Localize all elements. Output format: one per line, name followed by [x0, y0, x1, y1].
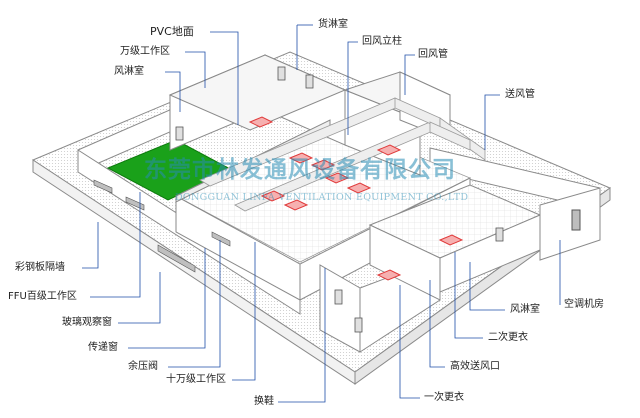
label-hepa-outlet: 高效送风口 — [450, 361, 500, 372]
window-strips — [93, 179, 231, 273]
label-supply-air-duct: 送风管 — [505, 89, 535, 100]
ac-room — [539, 187, 601, 261]
label-primary-changing: 一次更衣 — [424, 392, 464, 403]
back-rooms — [168, 54, 451, 176]
label-return-air-column: 回风立柱 — [362, 36, 402, 47]
supply-air-ducts — [199, 97, 486, 212]
label-ac-room: 空调机房 — [564, 299, 604, 310]
label-shoe-change: 换鞋 — [254, 396, 274, 407]
hepa-outlets — [248, 116, 464, 281]
label-secondary-changing: 二次更衣 — [488, 332, 528, 343]
label-class-10k-area: 万级工作区 — [120, 46, 170, 57]
label-return-air-duct: 回风管 — [418, 49, 448, 60]
label-glass-window: 玻璃观察窗 — [62, 317, 112, 328]
label-ffu-class-100: FFU百级工作区 — [8, 291, 77, 302]
label-air-shower-top: 风淋室 — [114, 66, 144, 77]
label-pass-box: 传递窗 — [88, 342, 118, 353]
leader-lines — [82, 24, 561, 403]
label-class-100k-area: 十万级工作区 — [166, 374, 226, 385]
label-pvc-floor: PVC地面 — [150, 25, 194, 38]
doors — [175, 66, 504, 333]
label-pressure-valve: 余压阀 — [128, 361, 158, 372]
watermark-company-en: DONGGUAN LINFA VENTILATION EQUIPMENT CO.… — [175, 192, 469, 203]
label-color-steel-wall: 彩钢板隔墙 — [15, 262, 65, 273]
label-cargo-shower: 货淋室 — [318, 19, 348, 30]
changing-rooms — [319, 184, 542, 353]
label-air-shower-right: 风淋室 — [510, 304, 540, 315]
watermark-company-cn: 东莞市林发通风设备有限公司 — [144, 157, 456, 183]
